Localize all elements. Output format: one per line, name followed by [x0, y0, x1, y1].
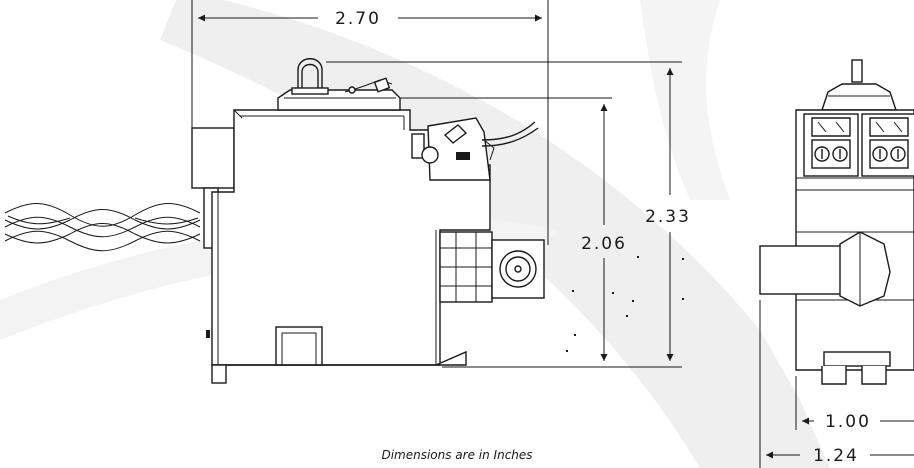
side-fitting-nut [839, 231, 891, 307]
width-dimension: 2.70 [191, 0, 549, 245]
side-outer-label: 1.24 [813, 446, 859, 466]
side-view [759, 59, 914, 385]
handle-base [291, 87, 329, 95]
side-stem [851, 59, 863, 83]
width-label: 2.70 [335, 9, 381, 29]
left-connector-block [191, 127, 235, 189]
side-inner-label: 1.00 [825, 412, 871, 432]
top-cap [277, 89, 401, 111]
height-total-dimension: 2.33 [326, 61, 691, 368]
stray-dots [566, 256, 684, 352]
wire-bundle [4, 203, 201, 252]
height-body-dimension: 2.06 [400, 97, 627, 361]
top-handle-loop [297, 58, 323, 92]
side-outer-dimension: 1.24 [759, 300, 914, 468]
height-total-label: 2.33 [645, 207, 691, 227]
main-body [211, 109, 491, 366]
front-view [4, 58, 545, 384]
side-top-nut [821, 83, 897, 111]
terminal-block-left [803, 113, 859, 177]
units-caption: Dimensions are in Inches [381, 448, 533, 462]
side-inner-dimension: 1.00 [795, 376, 914, 432]
switch-assembly [411, 117, 539, 181]
terminal-block-right [861, 113, 914, 177]
side-fitting [439, 231, 545, 303]
side-latch-bar [823, 351, 891, 367]
bottom-foot [211, 364, 227, 384]
bottom-tab [435, 350, 467, 366]
height-body-label: 2.06 [581, 234, 627, 254]
